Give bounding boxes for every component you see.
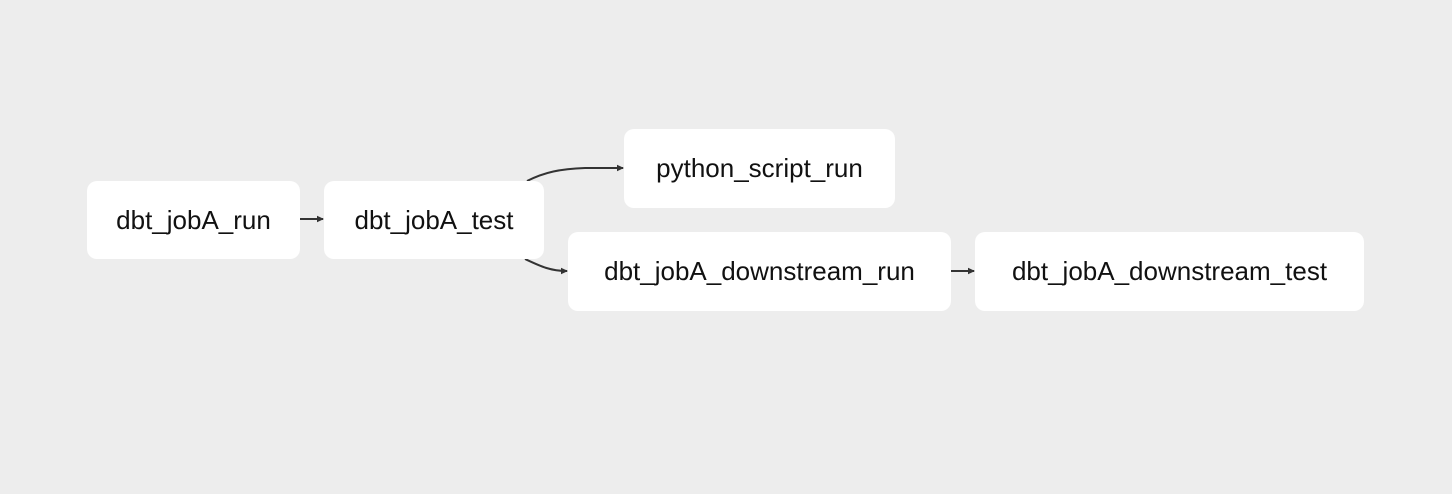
node-label: dbt_jobA_downstream_test [1011,256,1328,286]
node-dbt-joba-run[interactable]: dbt_jobA_run [87,181,300,259]
edge-test-to-python [526,164,624,182]
node-label: dbt_jobA_run [116,204,271,235]
node-dbt-joba-test[interactable]: dbt_jobA_test [324,181,544,259]
node-python-script-run[interactable]: python_script_run [624,129,895,208]
node-dbt-joba-downstream-test[interactable]: dbt_jobA_downstream_test [975,232,1364,311]
node-dbt-joba-downstream-run[interactable]: dbt_jobA_downstream_run [568,232,951,311]
node-label: python_script_run [656,153,863,183]
node-label: dbt_jobA_test [354,204,514,235]
edge-test-to-downstream-run [524,258,568,275]
node-label: dbt_jobA_downstream_run [604,256,915,286]
